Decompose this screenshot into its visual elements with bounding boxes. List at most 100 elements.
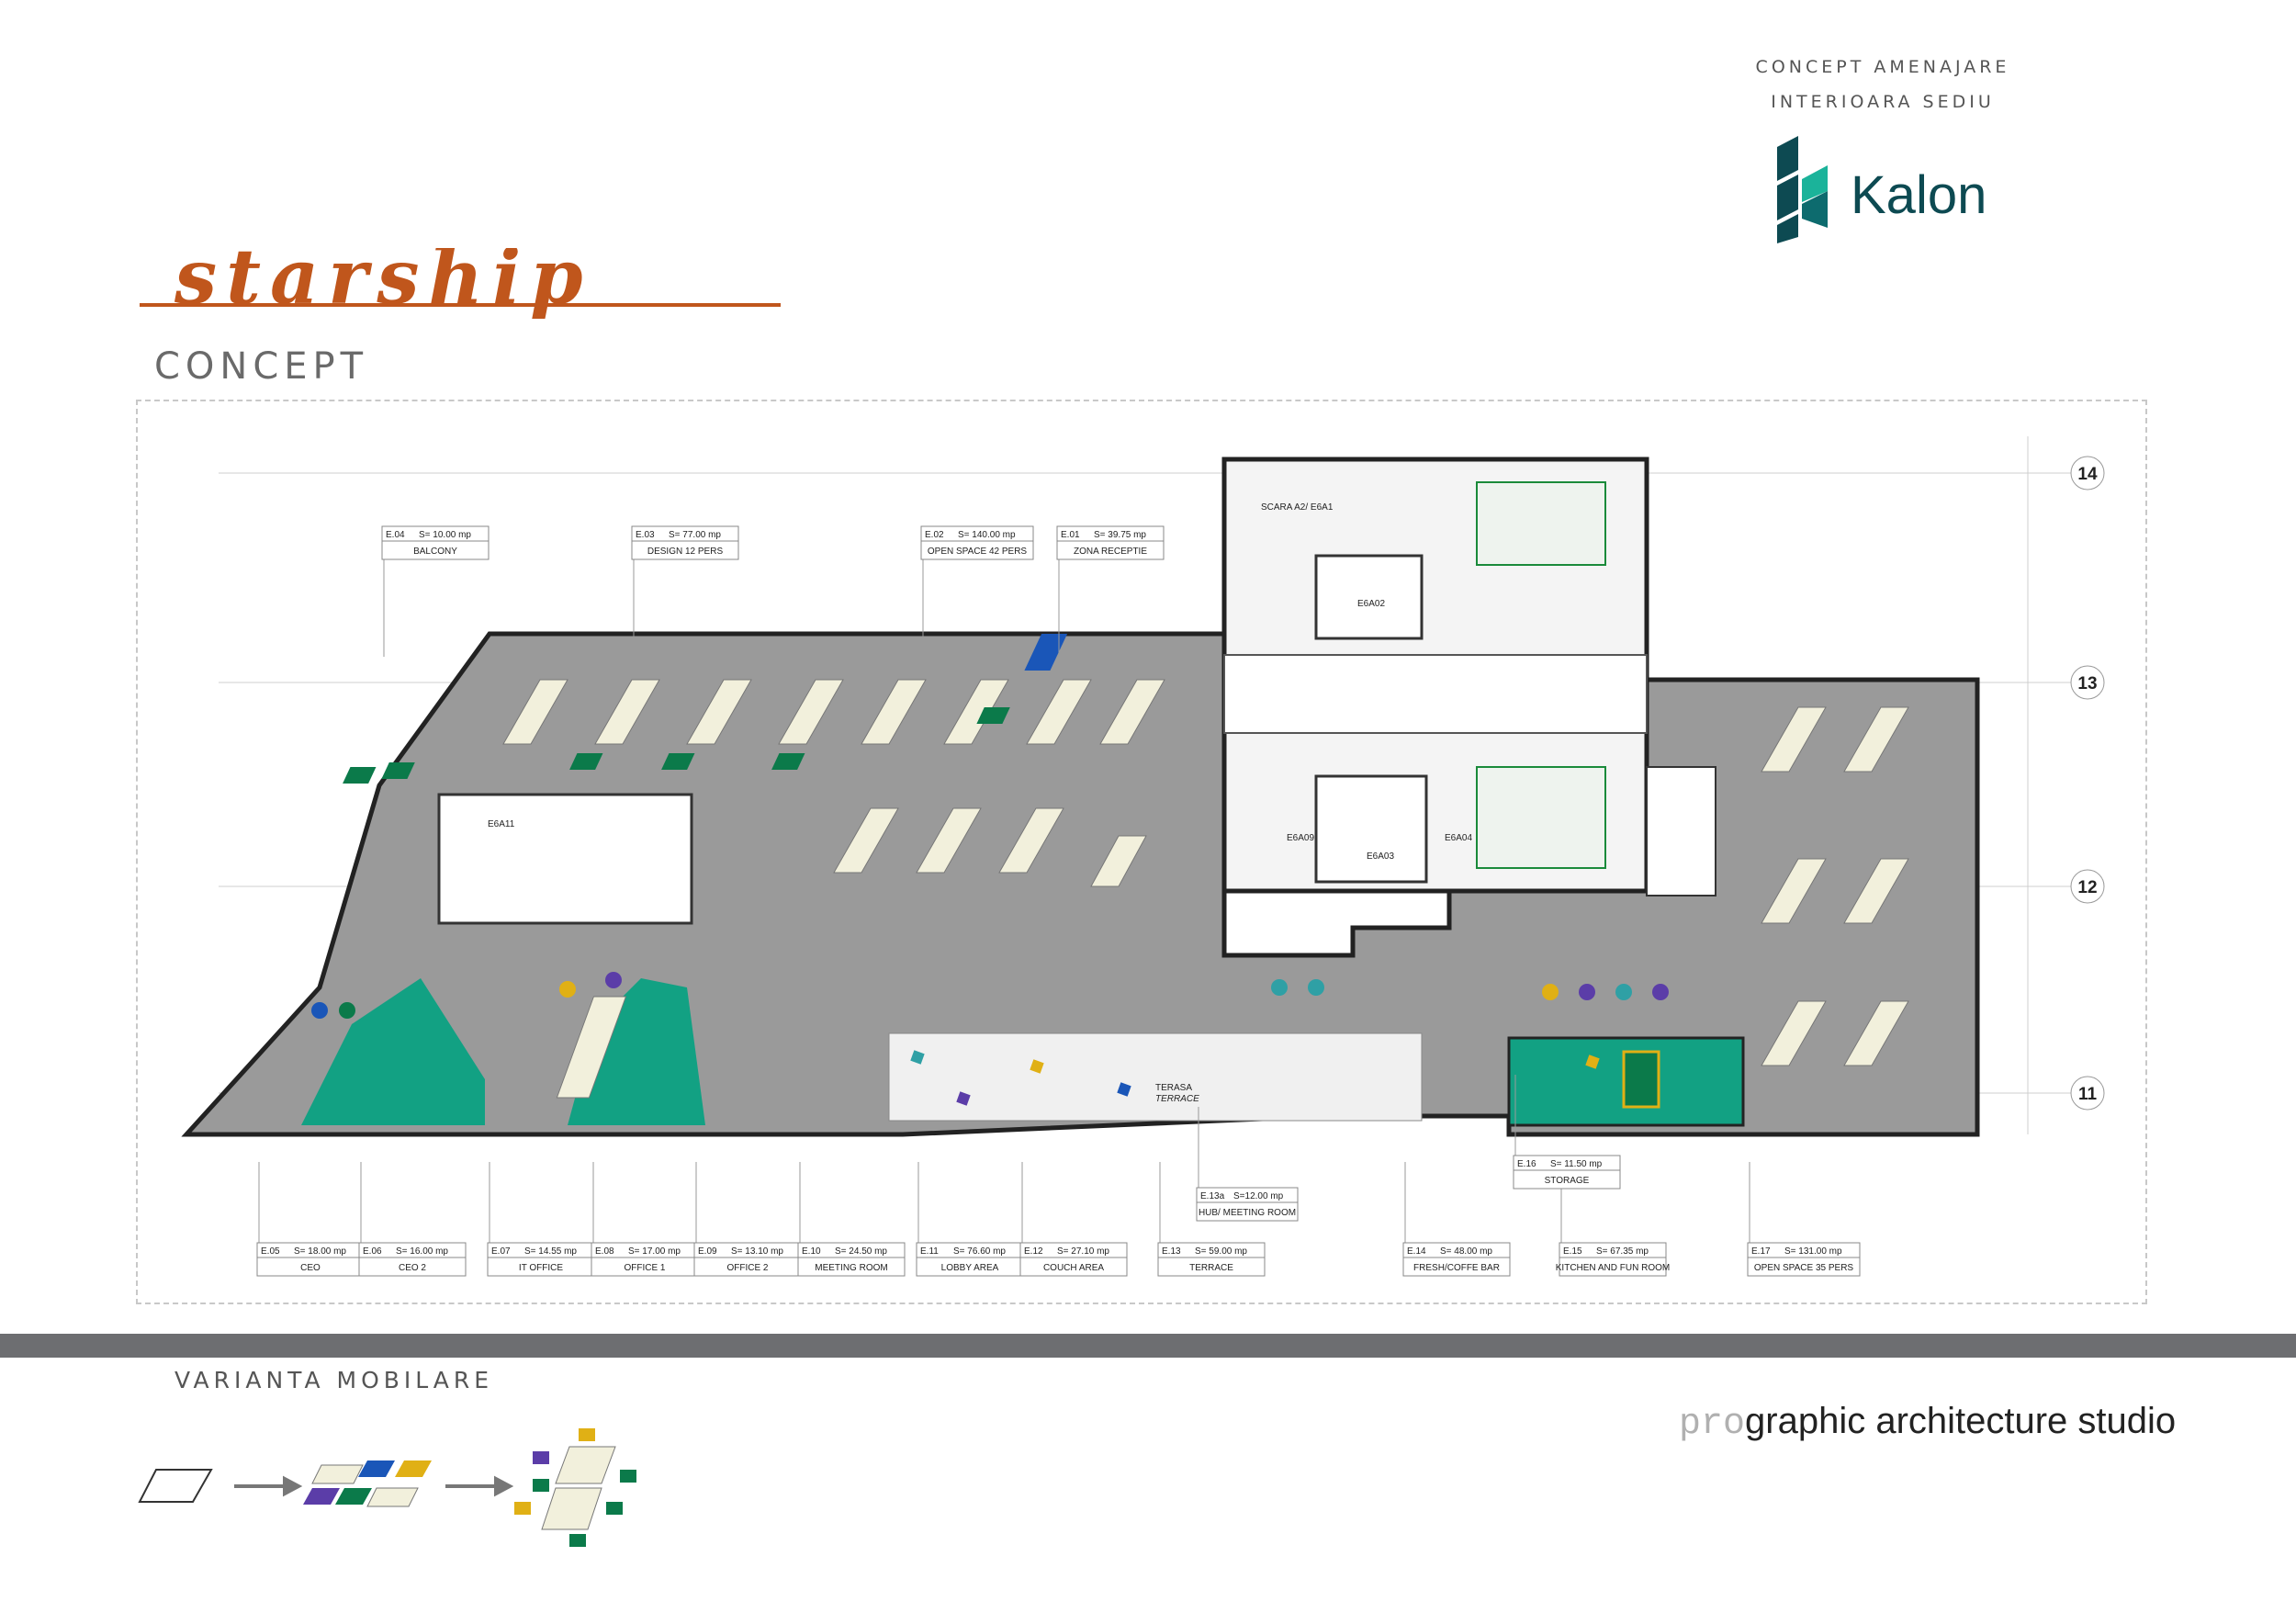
room-area: S= 24.50 mp: [835, 1246, 887, 1257]
label-stair: SCARA A2/ E6A1: [1261, 502, 1334, 513]
legend-grouped-desks: [303, 1460, 432, 1507]
room-tag: E.15 S= 67.35 mp KITCHEN AND FUN ROOM: [1556, 1162, 1670, 1277]
room-area: S= 14.55 mp: [524, 1246, 577, 1257]
room-name: KITCHEN AND FUN ROOM: [1556, 1263, 1670, 1273]
header-line-1: CONCEPT AMENAJARE: [1755, 57, 2010, 77]
stair-e6a03: [1314, 774, 1428, 884]
furniture-legend: [138, 1428, 636, 1547]
studio-name: graphic architecture studio: [1745, 1401, 2177, 1441]
elevator-lobby: [1223, 654, 1648, 734]
brand-name: Kalon: [1851, 165, 1986, 225]
room-area: S= 27.10 mp: [1057, 1246, 1109, 1257]
lounge-seating: [343, 634, 1068, 784]
label-e6a09: E6A09: [1287, 833, 1314, 843]
room-name: OPEN SPACE 42 PERS: [928, 547, 1028, 557]
room-tag: E.07 S= 14.55 mp IT OFFICE: [487, 1162, 595, 1277]
room-code: E.17: [1751, 1246, 1771, 1257]
ceo-2-room: [301, 978, 485, 1125]
room-name: IT OFFICE: [519, 1263, 563, 1273]
meeting-table: [556, 996, 627, 1099]
pool-table: [1622, 1050, 1660, 1109]
axis-12: 12: [2077, 878, 2097, 897]
room-tag: E.13 S= 59.00 mp TERRACE: [1157, 1162, 1266, 1277]
room-name: TERRACE: [1189, 1263, 1233, 1273]
room-code: E.13: [1162, 1246, 1181, 1257]
room-area: S= 13.10 mp: [731, 1246, 783, 1257]
office-1-room: [568, 978, 705, 1125]
room-area: S= 48.00 mp: [1440, 1246, 1492, 1257]
room-name: COUCH AREA: [1043, 1263, 1104, 1273]
room-name: BALCONY: [413, 547, 457, 557]
room-code: E.06: [363, 1246, 382, 1257]
room-name: FRESH/COFFE BAR: [1413, 1263, 1500, 1273]
room-area: S= 17.00 mp: [628, 1246, 681, 1257]
elevator-e6a02: [1314, 554, 1424, 640]
axis-11: 11: [2078, 1085, 2098, 1104]
terrace-label-en: TERRACE: [1155, 1094, 1199, 1104]
room-code: E.04: [386, 530, 405, 540]
room-tag: E.14 S= 48.00 mp FRESH/COFFE BAR: [1402, 1162, 1511, 1277]
room-tag: E.04 S= 10.00 mp BALCONY: [381, 525, 490, 657]
restroom-upper: [1476, 481, 1606, 566]
room-name: LOBBY AREA: [941, 1263, 999, 1273]
room-area: S= 10.00 mp: [419, 530, 471, 540]
room-tag: E.06 S= 16.00 mp CEO 2: [358, 1162, 467, 1277]
concept-title: CONCEPT: [154, 345, 369, 388]
room-area: S= 76.60 mp: [953, 1246, 1006, 1257]
room-code: E.07: [491, 1246, 511, 1257]
room-code: E.01: [1061, 530, 1080, 540]
room-name: OPEN SPACE 35 PERS: [1754, 1263, 1854, 1273]
room-tag: E.17 S= 131.00 mp OPEN SPACE 35 PERS: [1747, 1162, 1861, 1277]
starship-script-title: starship: [140, 248, 781, 321]
room-area: S= 131.00 mp: [1784, 1246, 1842, 1257]
studio-prefix: pro: [1679, 1404, 1746, 1445]
room-area: S= 67.35 mp: [1596, 1246, 1649, 1257]
open-space-desks: [502, 679, 1165, 887]
room-code: E.08: [595, 1246, 614, 1257]
room-code: E.03: [636, 530, 655, 540]
room-name: OFFICE 2: [726, 1263, 768, 1273]
room-code: E.05: [261, 1246, 280, 1257]
room-code: E.09: [698, 1246, 717, 1257]
stair-e6a11: [437, 793, 693, 925]
axis-13: 13: [2077, 674, 2097, 694]
legend-single-desk: [138, 1469, 213, 1503]
room-area: S= 59.00 mp: [1195, 1246, 1247, 1257]
colored-chairs: [311, 972, 1669, 1106]
room-code: E.02: [925, 530, 944, 540]
storage-e16: [1646, 766, 1716, 897]
variant-title: VARIANTA MOBILARE: [174, 1367, 494, 1393]
room-name: DESIGN 12 PERS: [647, 547, 724, 557]
footer-band: [0, 1334, 2296, 1358]
room-area: S= 16.00 mp: [396, 1246, 448, 1257]
room-area: S= 140.00 mp: [958, 530, 1016, 540]
room-area: S= 39.75 mp: [1094, 530, 1146, 540]
room-tag: E.09 S= 13.10 mp OFFICE 2: [693, 1162, 802, 1277]
grid-axes: 14 13 12 11: [2070, 456, 2105, 1111]
room-area: S=12.00 mp: [1233, 1191, 1284, 1201]
arrow-icon: [234, 1475, 303, 1497]
arrow-icon: [445, 1475, 514, 1497]
terrace-area: [888, 1032, 1423, 1122]
room-tag: E.08 S= 17.00 mp OFFICE 1: [591, 1162, 699, 1277]
axis-14: 14: [2077, 465, 2098, 484]
room-name: CEO: [300, 1263, 321, 1273]
room-name: HUB/ MEETING ROOM: [1199, 1208, 1296, 1218]
room-name: CEO 2: [399, 1263, 426, 1273]
room-name: OFFICE 1: [624, 1263, 665, 1273]
label-e6a03: E6A03: [1367, 851, 1394, 862]
legend-desk-cluster: [514, 1428, 636, 1547]
kalon-logo-icon: Kalon: [1777, 136, 1986, 243]
room-code: E.15: [1563, 1246, 1582, 1257]
room-code: E.14: [1407, 1246, 1426, 1257]
